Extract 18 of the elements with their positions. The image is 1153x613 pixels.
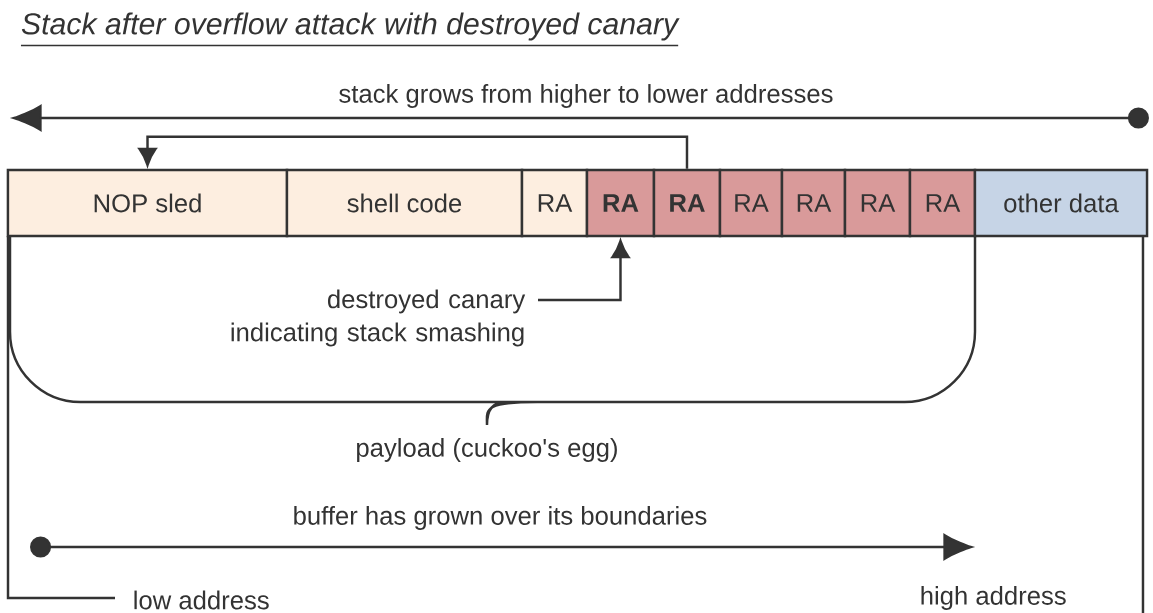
memory-cell: NOP sled	[6, 168, 289, 238]
annotation-text: destroyed canary indicating stack smashing	[231, 289, 526, 347]
memory-cell: RA	[843, 168, 912, 238]
arrow	[538, 239, 630, 302]
memory-cell: RA	[520, 168, 589, 238]
memory-cell: RA	[718, 168, 784, 238]
memory-cell: RA	[652, 168, 722, 238]
label: low address	[129, 587, 274, 613]
memory-cell: RA	[585, 168, 656, 238]
label: buffer has grown over its boundaries	[289, 502, 711, 534]
arrow	[138, 135, 689, 169]
memory-cell: RA	[780, 168, 847, 238]
memory-cell: other data	[973, 168, 1149, 238]
label: stack grows from higher to lower addresses	[334, 80, 838, 112]
label: payload (cuckoo's egg)	[351, 434, 623, 466]
title: Stack after overflow attack with destroyed canary	[20, 12, 680, 47]
memory-cell: RA	[908, 168, 977, 238]
label: high address	[916, 582, 1071, 613]
